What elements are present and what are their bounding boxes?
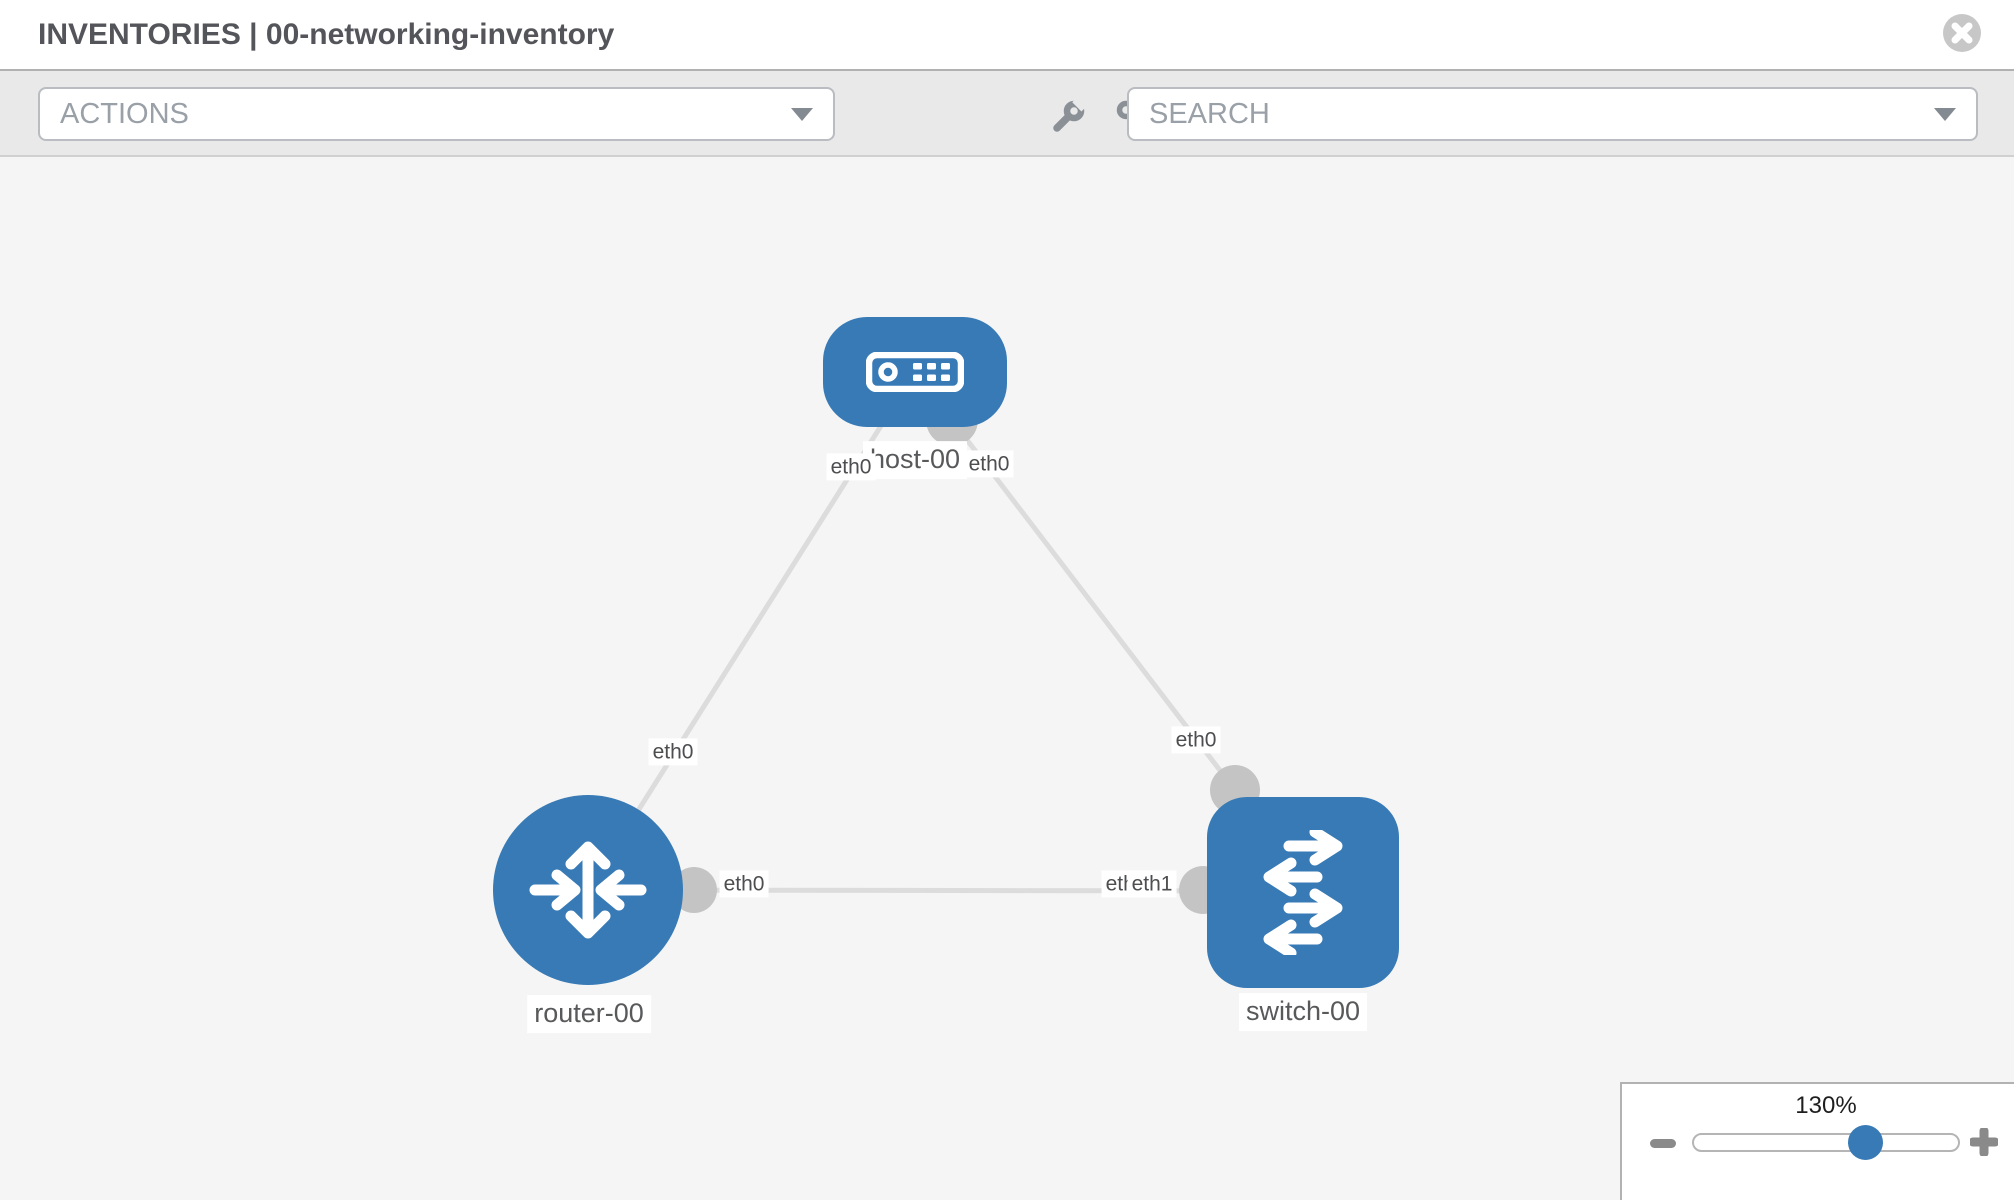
topology-canvas[interactable]: host-00 router-00 switch-00 eth0 eth0 et… <box>0 157 2014 1200</box>
wrench-button[interactable] <box>1048 95 1089 137</box>
link-host-switch[interactable] <box>913 370 1237 792</box>
zoom-slider-handle[interactable] <box>1848 1125 1883 1160</box>
search-dropdown[interactable]: SEARCH <box>1127 87 1978 141</box>
node-host-00[interactable] <box>823 317 1007 427</box>
chevron-down-icon <box>791 108 813 121</box>
host-icon <box>866 352 964 392</box>
node-router-00[interactable] <box>493 795 683 985</box>
iface-label-router-to-host: eth0 <box>648 738 698 766</box>
node-label-host: host-00 <box>862 441 968 479</box>
interface-point-router-right[interactable] <box>671 867 717 913</box>
iface-label-host-to-switch: eth0 <box>964 450 1014 478</box>
search-dropdown-label: SEARCH <box>1149 97 1270 130</box>
iface-label-switch-to-router: eth1 <box>1127 870 1177 898</box>
page-header: INVENTORIES | 00-networking-inventory <box>0 0 2014 71</box>
actions-dropdown-label: ACTIONS <box>60 97 189 130</box>
plus-icon <box>1968 1126 2000 1158</box>
zoom-level-label: 130% <box>1795 1092 1857 1119</box>
iface-label-switch-to-host: eth0 <box>1171 726 1221 754</box>
zoom-out-button[interactable] <box>1650 1139 1676 1148</box>
chevron-down-icon <box>1934 108 1956 121</box>
node-label-switch: switch-00 <box>1238 993 1368 1031</box>
actions-dropdown[interactable]: ACTIONS <box>38 87 835 141</box>
node-switch-00[interactable] <box>1207 797 1399 988</box>
close-button[interactable] <box>1943 14 1981 52</box>
close-icon <box>1951 22 1973 44</box>
page-title: INVENTORIES | 00-networking-inventory <box>38 18 615 51</box>
zoom-in-button[interactable] <box>1968 1126 2000 1158</box>
wrench-icon <box>1053 95 1089 132</box>
node-label-router: router-00 <box>527 995 651 1033</box>
router-icon <box>529 841 647 939</box>
iface-label-host-to-router: eth0 <box>826 453 876 481</box>
iface-label-router-to-switch: eth0 <box>719 870 769 898</box>
switch-icon <box>1263 830 1343 955</box>
zoom-slider-track[interactable] <box>1692 1133 1960 1152</box>
toolbar: ACTIONS SEARCH <box>0 71 2014 157</box>
zoom-panel: 130% <box>1620 1082 2014 1200</box>
